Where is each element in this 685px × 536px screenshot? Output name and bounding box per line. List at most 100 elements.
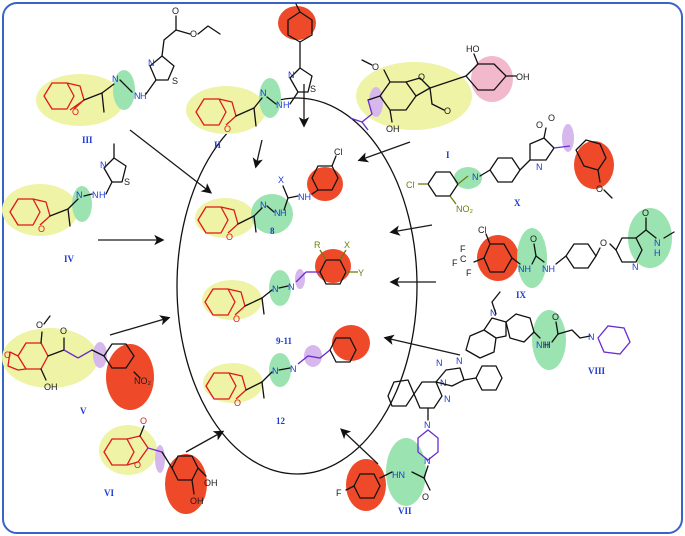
atom-HN: HN <box>392 470 405 480</box>
atom-O: O <box>422 492 429 502</box>
atom-N: N <box>134 91 141 101</box>
atom-OH: OH <box>44 382 58 392</box>
atom-S: S <box>172 76 178 86</box>
arrow-V <box>109 315 171 336</box>
atom-C: C <box>460 254 467 264</box>
structure-X: Cl NO₂ N O O N O X <box>406 113 613 214</box>
atom-O: O <box>172 6 179 16</box>
atom-N: N <box>290 364 297 374</box>
atom-R: R <box>314 240 321 250</box>
atom-N: N <box>588 332 595 342</box>
atom-O: O <box>4 350 11 360</box>
label-II: II <box>214 140 222 150</box>
atom-O: O <box>234 398 241 408</box>
atom-Cl: Cl <box>406 180 415 190</box>
atom-N: N <box>260 200 267 210</box>
atom-O: O <box>552 312 559 322</box>
atom-NH: NH <box>542 264 555 274</box>
atom-OH: OH <box>190 496 204 506</box>
atom-Cl: Cl <box>478 225 487 235</box>
atom-O: O <box>60 326 67 336</box>
atom-H: H <box>283 100 290 110</box>
atom-O: O <box>444 106 451 116</box>
atom-Cl: Cl <box>334 147 343 157</box>
structure-VIII: N NH H O N VIII <box>465 291 631 376</box>
atom-O: O <box>226 232 233 242</box>
atom-N: N <box>148 58 155 68</box>
atom-N: N <box>76 190 83 200</box>
atom-N: N <box>444 394 451 404</box>
atom-N: N <box>272 284 279 294</box>
atom-O: O <box>418 72 425 82</box>
atom-N: N <box>288 70 295 80</box>
atom-O: O <box>233 314 240 324</box>
atom-H: H <box>654 248 661 258</box>
label-9-11: 9-11 <box>276 336 293 346</box>
atom-O: O <box>548 113 555 123</box>
arrow-VIII <box>383 334 461 356</box>
label-X: X <box>514 198 521 208</box>
atom-X: X <box>278 175 284 185</box>
atom-N: N <box>536 162 543 172</box>
highlight-blobs <box>2 6 672 514</box>
atom-N: N <box>276 100 283 110</box>
atom-O: O <box>530 234 537 244</box>
atom-NH: NH <box>298 192 311 202</box>
atom-S: S <box>124 177 130 187</box>
atom-OH: OH <box>386 124 400 134</box>
atom-H: H <box>280 208 287 218</box>
label-III: III <box>82 135 93 145</box>
atom-N: N <box>472 172 479 182</box>
structure-V: O O OH O NO₂ V <box>4 315 152 416</box>
structure-II: O N N H N S II <box>195 3 316 150</box>
atom-H: H <box>99 190 106 200</box>
label-IV: IV <box>64 254 75 264</box>
label-IX: IX <box>516 290 527 300</box>
arrow-X <box>389 224 433 236</box>
atom-N: N <box>92 190 99 200</box>
atom-N: N <box>490 308 497 318</box>
atom-N: N <box>112 74 119 84</box>
atom-X: X <box>344 240 350 250</box>
atom-O: O <box>140 416 147 426</box>
atom-N: N <box>260 88 267 98</box>
atom-N: N <box>424 420 431 430</box>
compound-12: O N N 12 <box>205 337 357 426</box>
label-I: I <box>446 150 450 160</box>
atom-NO2: NO₂ <box>134 376 152 386</box>
atom-NH: NH <box>518 264 531 274</box>
structure-IV: O N N H N S IV <box>9 143 130 264</box>
arrow-III <box>129 129 213 194</box>
structure-IX: Cl F C F F NH O NH O N O N H IX <box>452 208 675 300</box>
atom-NH: NH <box>536 340 549 350</box>
atom-O: O <box>596 184 603 194</box>
atom-O: O <box>642 208 649 218</box>
atom-O: O <box>72 107 79 117</box>
structure-I: O O OH O HO OH I <box>349 44 530 160</box>
arrow-II <box>252 139 263 169</box>
atom-F: F <box>466 268 472 278</box>
atom-H: H <box>544 340 551 350</box>
atom-N: N <box>632 262 639 272</box>
atom-N: N <box>654 238 661 248</box>
atom-N: N <box>274 208 281 218</box>
arrow-I <box>357 141 411 163</box>
label-VIII: VIII <box>588 366 606 376</box>
atom-O: O <box>190 29 197 39</box>
atom-N: N <box>440 378 447 388</box>
atom-O: O <box>372 62 379 72</box>
atom-H: H <box>140 91 147 101</box>
structure-III: O N N H N S O O III <box>43 6 221 145</box>
atom-O: O <box>36 320 43 330</box>
atom-N: N <box>424 456 431 466</box>
central-ellipse <box>176 97 418 475</box>
atom-OH: OH <box>204 478 218 488</box>
label-V: V <box>80 406 87 416</box>
compound-8: O N N H X NH Cl 8 <box>197 147 343 242</box>
atom-O: O <box>536 120 543 130</box>
atom-F: F <box>452 258 458 268</box>
structure-VI: O O OH OH VI <box>103 416 218 506</box>
atom-N: N <box>436 358 443 368</box>
